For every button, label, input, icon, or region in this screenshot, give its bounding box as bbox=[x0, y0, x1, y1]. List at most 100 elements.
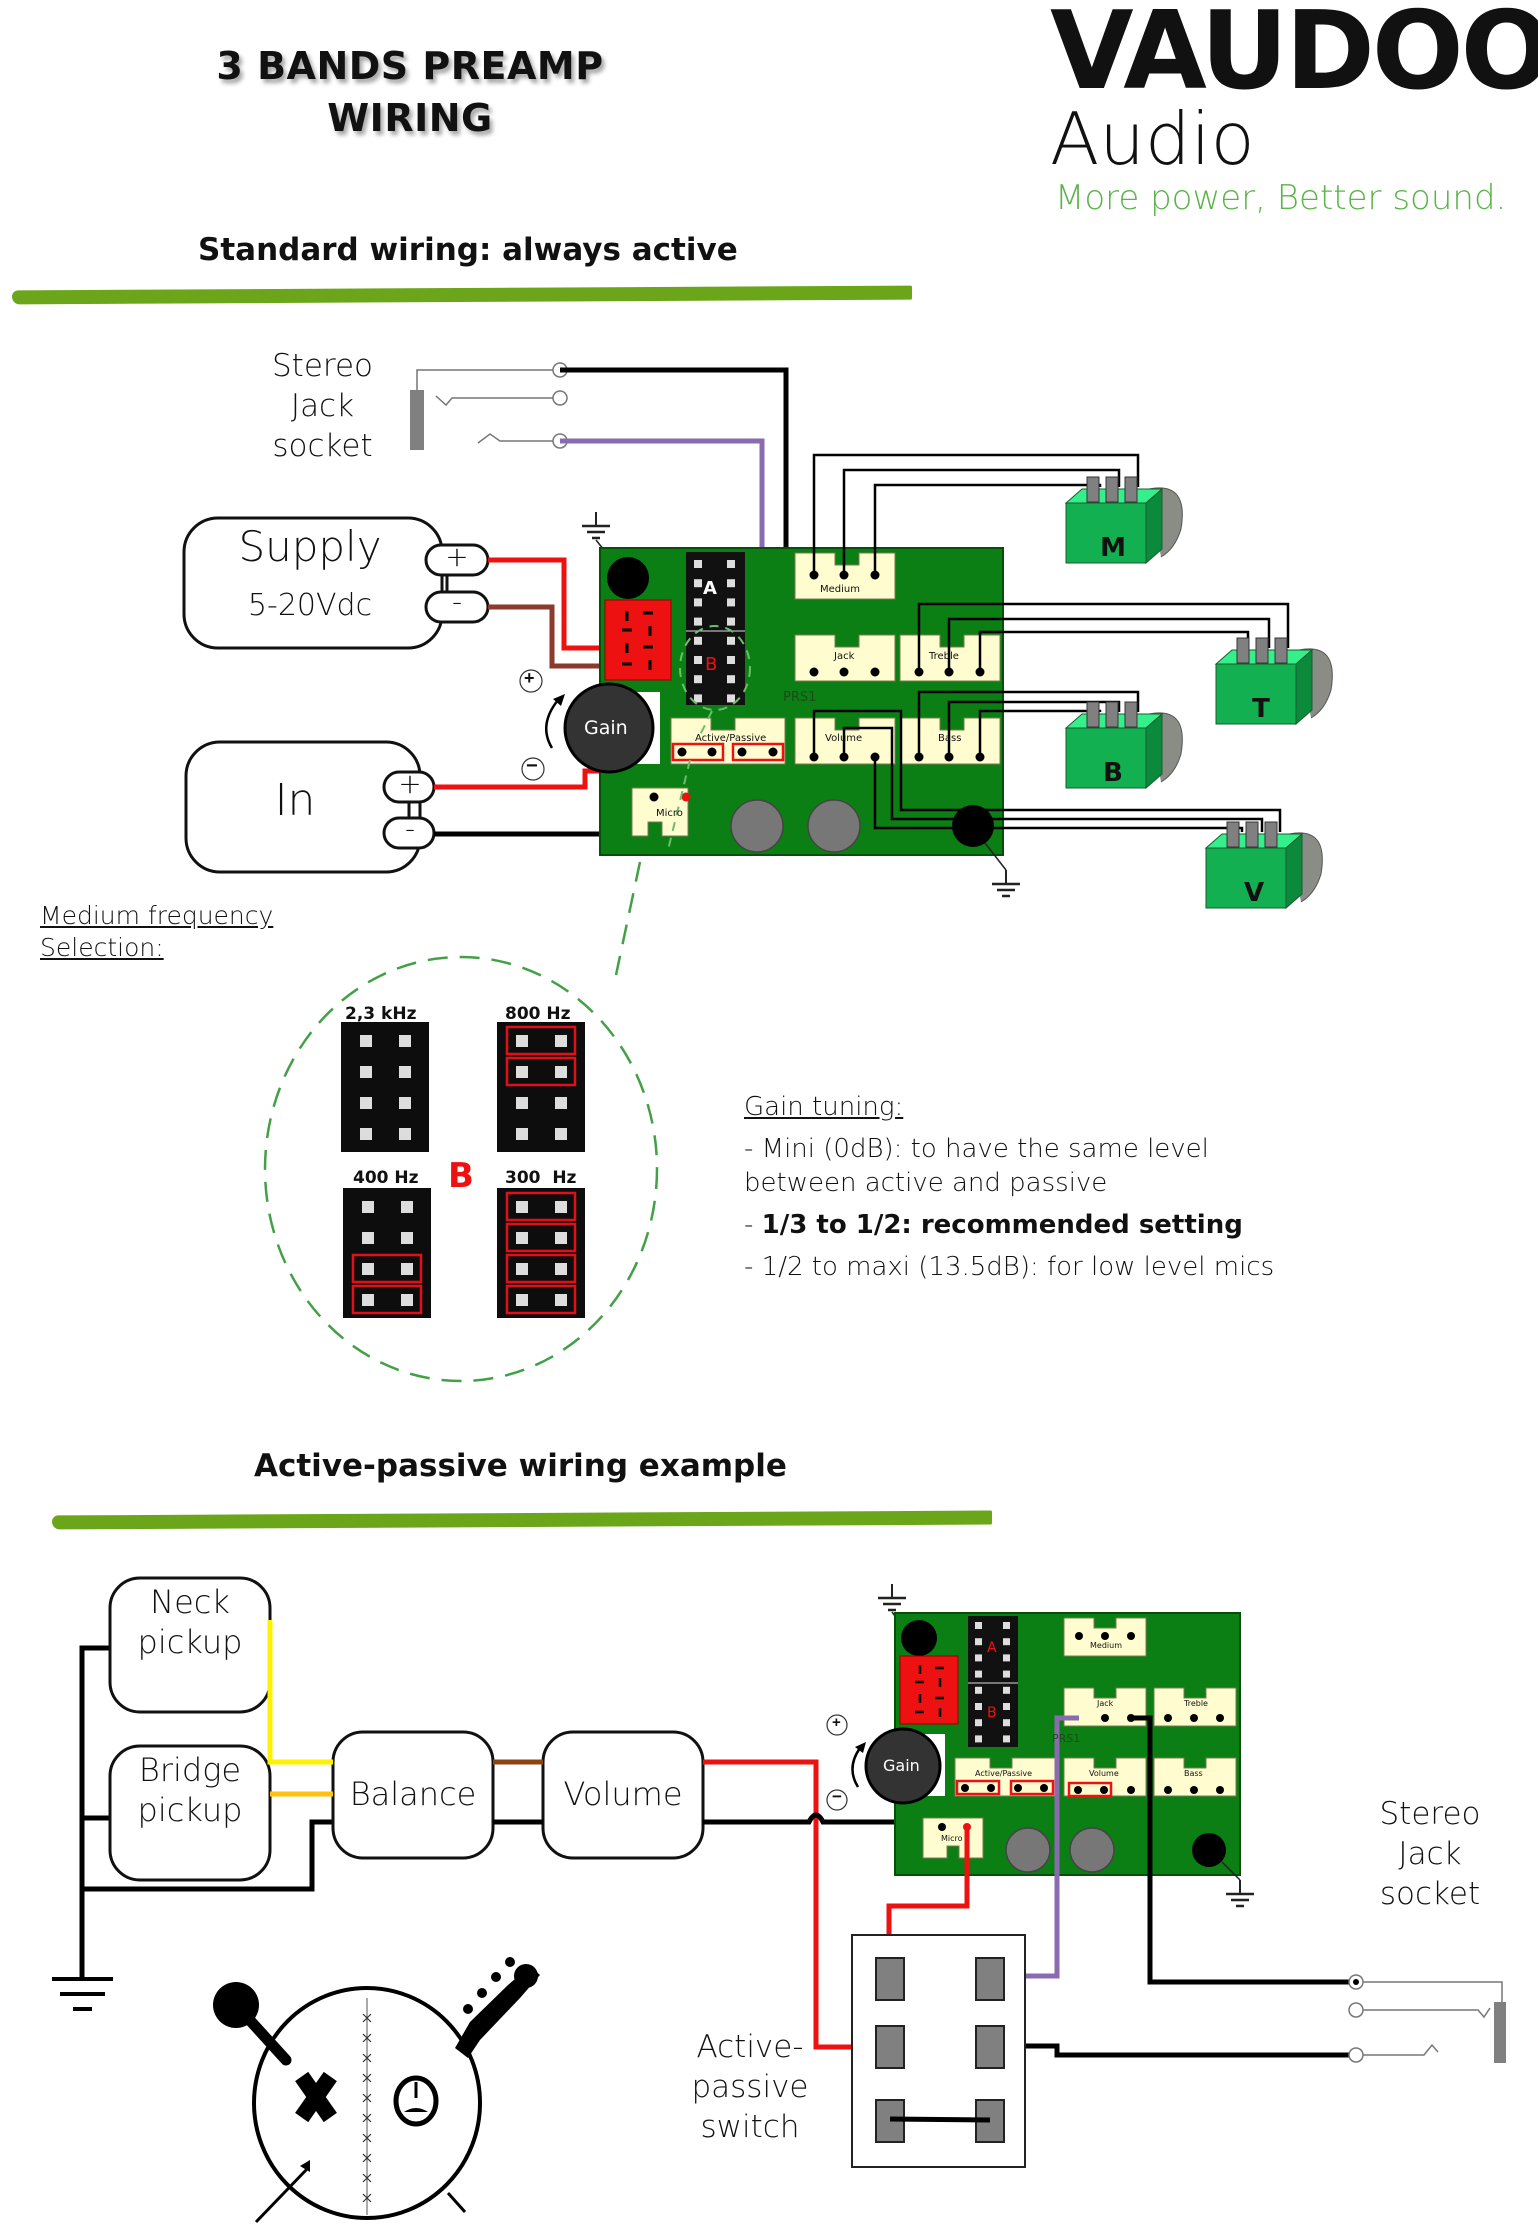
bridge-pickup-box bbox=[108, 1744, 272, 1882]
jumper-pin bbox=[555, 1128, 567, 1140]
connector-label-bass: Bass bbox=[938, 733, 962, 744]
page-title-line2: WIRING bbox=[327, 96, 493, 140]
freq-selection-ring bbox=[263, 955, 659, 1383]
brand-tagline: More power, Better sound. bbox=[1055, 178, 1507, 218]
header-pin bbox=[694, 675, 702, 684]
header-b-label-bottom: B bbox=[987, 1705, 997, 1721]
gain-knob-label[interactable]: Gain bbox=[584, 717, 628, 739]
supply-title: Supply bbox=[238, 522, 382, 571]
jack-label-line: Stereo bbox=[271, 348, 373, 384]
jumper-pin bbox=[555, 1232, 567, 1244]
jumper-pin bbox=[399, 1097, 411, 1109]
pot-lug bbox=[1236, 637, 1250, 664]
pot-front bbox=[1065, 502, 1147, 564]
pot-label-volume: V bbox=[1243, 878, 1265, 908]
power-connector bbox=[604, 599, 672, 681]
potentiometer-b bbox=[1064, 701, 1183, 790]
jumper-header bbox=[497, 1022, 585, 1152]
header-b-label: B bbox=[705, 654, 718, 675]
connector-jack bbox=[794, 634, 896, 682]
freq-label-400: 400 Hz bbox=[353, 1168, 419, 1188]
gain-plus-label-bottom: + bbox=[832, 1714, 841, 1731]
jumper-cap bbox=[351, 1284, 423, 1315]
wires-volume-pot bbox=[812, 709, 1282, 832]
jumper-pin bbox=[399, 1128, 411, 1140]
pot-front bbox=[1205, 847, 1287, 909]
jumper-pin bbox=[555, 1263, 567, 1275]
gain-tuning-item: - 1/3 to 1/2: recommended setting bbox=[744, 1208, 1304, 1242]
volume-box bbox=[541, 1730, 705, 1860]
jumper-pin bbox=[360, 1035, 372, 1047]
connector-label-volume-bottom: Volume bbox=[1089, 1769, 1119, 1778]
jumper-pin bbox=[516, 1201, 528, 1213]
header-pin bbox=[975, 1735, 982, 1743]
bridge-pickup-label: Bridge pickup bbox=[110, 1750, 270, 1830]
gain-knob-bottom[interactable] bbox=[864, 1727, 942, 1805]
jumper-pin bbox=[360, 1097, 372, 1109]
connector-label-medium: Medium bbox=[820, 584, 860, 595]
gain-tuning-item: - Mini (0dB): to have the same level bet… bbox=[744, 1134, 1209, 1198]
jumper-cap bbox=[505, 1056, 577, 1087]
gain-minus-label-bottom: − bbox=[832, 1787, 842, 1806]
input-box bbox=[184, 740, 422, 874]
jumper-cap bbox=[351, 1253, 423, 1284]
brand-name: VAUDOO bbox=[1050, 0, 1538, 114]
jumper-pin bbox=[516, 1097, 528, 1109]
switch-label-line: switch bbox=[700, 2109, 800, 2145]
page-title: 3 BANDS PREAMP WIRING bbox=[150, 40, 670, 144]
jack-sleeve bbox=[410, 390, 424, 450]
jumper-pin bbox=[360, 1128, 372, 1140]
medium-freq-label: Medium frequency Selection: bbox=[40, 900, 273, 964]
jumper-cap bbox=[505, 1253, 577, 1284]
jumper-pin bbox=[555, 1035, 567, 1047]
freq-bank-label: B bbox=[448, 1156, 474, 1196]
gain-plus-label: + bbox=[524, 668, 535, 688]
header-pin bbox=[975, 1622, 982, 1629]
jack-label-line: socket bbox=[1379, 1876, 1481, 1912]
jumper-header bbox=[497, 1188, 585, 1318]
wires-medium-pot bbox=[812, 453, 1140, 575]
jumper-pin bbox=[555, 1201, 567, 1213]
header-pin bbox=[727, 598, 735, 607]
jumper-cap bbox=[505, 1222, 577, 1253]
input-plus-label: + bbox=[398, 767, 422, 800]
gain-knob[interactable] bbox=[563, 682, 655, 774]
stereo-jack-label-top: Stereo Jack socket bbox=[255, 346, 390, 466]
supply-plus-label: + bbox=[445, 540, 469, 573]
header-pin bbox=[694, 579, 702, 588]
header-pin bbox=[1003, 1654, 1010, 1662]
supply-box bbox=[182, 516, 444, 650]
jumper-pin bbox=[516, 1128, 528, 1140]
connector-label-treble-bottom: Treble bbox=[1184, 1699, 1208, 1708]
pot-front bbox=[1065, 727, 1147, 789]
input-title: In bbox=[274, 775, 316, 826]
jumper-pin bbox=[399, 1035, 411, 1047]
stitch bbox=[362, 2173, 372, 2183]
header-pin bbox=[727, 560, 735, 568]
neck-pickup-line: Neck bbox=[150, 1583, 230, 1621]
wire-supply-minus bbox=[488, 604, 610, 669]
jumper-cap bbox=[505, 1025, 577, 1056]
connector-label-jack: Jack bbox=[834, 651, 855, 662]
volume-label: Volume bbox=[563, 1775, 683, 1813]
jack-label-line: Stereo bbox=[1379, 1796, 1481, 1832]
jumper-pin bbox=[516, 1232, 528, 1244]
header-pin bbox=[727, 617, 735, 626]
pot-lug bbox=[1086, 701, 1100, 728]
jumper-header bbox=[341, 1022, 429, 1152]
stereo-jack-label-bottom: Stereo Jack socket bbox=[1360, 1794, 1500, 1914]
gain-tuning-prefix: - bbox=[744, 1210, 762, 1240]
jumper-pin bbox=[516, 1294, 528, 1306]
header-pin bbox=[727, 636, 735, 645]
pcb-bottom bbox=[864, 1582, 1256, 1908]
wire-ground-rail bbox=[79, 1645, 112, 1978]
gain-knob-bottom-label[interactable]: Gain bbox=[883, 1756, 920, 1775]
jumper-pin bbox=[401, 1263, 413, 1275]
section-title-standard: Standard wiring: always active bbox=[198, 232, 738, 268]
freq-label-800: 800 Hz bbox=[505, 1004, 571, 1024]
freq-label-300: 300 Hz bbox=[505, 1168, 577, 1188]
header-pin bbox=[975, 1719, 982, 1727]
connector-active-passive bbox=[670, 717, 786, 765]
jumper-pin bbox=[362, 1263, 374, 1275]
connector-label-micro: Micro bbox=[656, 808, 683, 819]
